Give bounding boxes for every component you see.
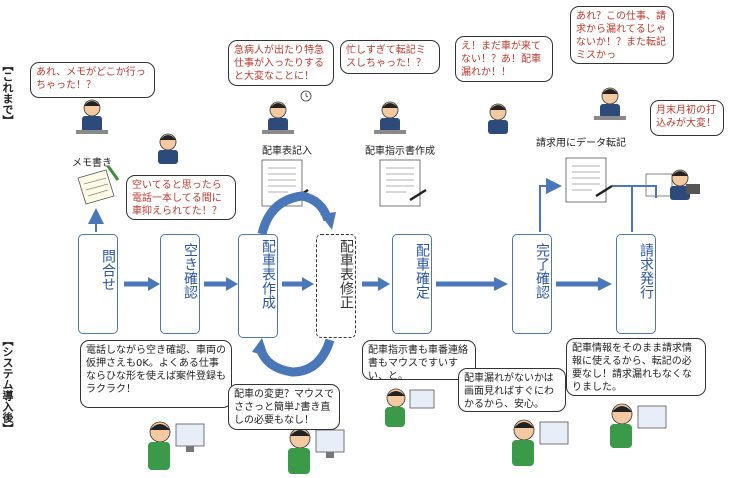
step-label: 完了確認 (534, 243, 550, 299)
step-label: 配車表修正 (338, 239, 354, 309)
step-kanryo-kakunin: 完了確認 (512, 234, 552, 334)
caption-memo: メモ書き (72, 158, 112, 169)
bubble-no-car: え！まだ車が来てない！？あ！配車漏れか！！ (455, 36, 553, 82)
before-label-text: 【これまで】 (1, 60, 14, 126)
step-toiawase: 問合せ (78, 234, 118, 334)
after-section-label: 【システム導入後】 (0, 335, 14, 475)
computer-user-icon (512, 419, 569, 466)
step-haishahyo-shusei: 配車表修正 (316, 234, 356, 338)
bubble-sick: 急病人が出たり特急仕事が入ったりすると大変なことに！ (228, 40, 334, 86)
computer-user-icon (610, 403, 667, 448)
step-aki-kakunin: 空き確認 (160, 234, 200, 334)
bubble-memo-lost: あれ、メモがどこか行っちゃった！？ (30, 62, 155, 98)
bubble-billing: あれ？この仕事、請求から漏れてるじゃないか！？また転記ミスかっ (570, 6, 674, 64)
document-icon (565, 157, 613, 203)
bubble-monthly: 月末月初の打込みが大変！ (650, 100, 724, 136)
caption-seikyu-tenki: 請求用にデータ転記 (536, 138, 626, 149)
after-label-text: 【システム導入後】 (1, 335, 14, 434)
worker-icon (488, 103, 508, 134)
step-label: 請求発行 (638, 243, 654, 299)
bubble-after-change: 配車の変更？マウスでささっと簡単♪書き直しの必要もなし！ (228, 384, 340, 430)
step-label: 問合せ (100, 249, 116, 291)
bubble-after-phone: 電話しながら空き確認、車両の仮押さえも0K。よくある仕事ならひな形を使えば案件登… (80, 340, 232, 408)
step-label: 空き確認 (182, 243, 198, 299)
worker-icon (374, 101, 406, 134)
worker-icon (262, 101, 294, 134)
clock-icon (300, 90, 312, 102)
bubble-busy: 忙しすぎて転記ミスしちゃった！？ (340, 40, 440, 74)
caption-haisha-kinyu: 配車表記入 (262, 146, 312, 157)
worker-icon (594, 87, 626, 120)
bubble-car-booked: 空いてると思ったら電話一本してる間に車抑えられてた！？ (126, 175, 236, 220)
document-icon (379, 159, 427, 207)
flow-arrows (124, 277, 612, 291)
before-section-label: 【これまで】 (0, 60, 14, 180)
bubble-after-check: 配車漏れがないかは画面見ればすぐにわかるから、安心。 (458, 368, 566, 412)
computer-user-icon (288, 427, 345, 474)
computer-user-icon (148, 421, 205, 470)
bubble-after-instruction: 配車指示書も車番連絡書もマウスですいすい、と。 (362, 340, 476, 382)
worker-icon (76, 99, 108, 134)
step-haisha-kakutei: 配車確定 (392, 234, 432, 334)
step-haishahyo-sakusei: 配車表作成 (238, 234, 278, 338)
step-seikyu-hakko: 請求発行 (616, 234, 656, 334)
worker-icon (158, 133, 178, 164)
step-label: 配車表作成 (260, 239, 276, 309)
computer-user-icon (385, 388, 435, 427)
bubble-after-billing: 配車情報をそのまま請求情報に使えるから、転記の必要なし！請求漏れもなくなりました… (566, 338, 706, 396)
caption-shiji-sakusei: 配車指示書作成 (365, 146, 435, 157)
memo-icon (77, 165, 120, 205)
step-label: 配車確定 (414, 243, 430, 299)
